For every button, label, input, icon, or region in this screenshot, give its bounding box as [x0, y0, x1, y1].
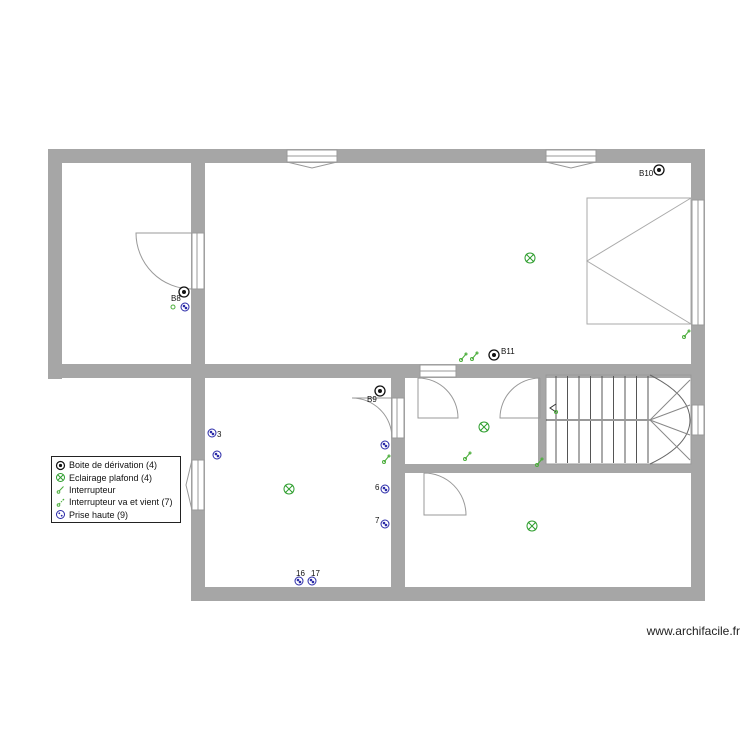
wall-bottom — [191, 587, 705, 601]
legend-item-ceiling-light: Eclairage plafond (4) — [55, 471, 177, 483]
two-way-switch-1 — [459, 352, 468, 362]
door-swing-hall-2 — [499, 377, 541, 419]
outlet-16: 16 — [294, 569, 305, 586]
label-outlet-7: 7 — [375, 516, 380, 525]
legend-item-junction-box: Boite de dérivation (4) — [55, 459, 177, 471]
wall-left-upper — [48, 149, 62, 379]
door-swing-bottom-room — [423, 472, 467, 516]
legend-label: Interrupteur — [69, 484, 116, 495]
two-way-switch-7 — [554, 410, 558, 414]
outlet-7: 7 — [375, 516, 390, 529]
wall-middle-horizontal — [48, 364, 705, 378]
wall-hall-bottom — [398, 464, 705, 473]
junction-box-b10: B10 — [639, 164, 665, 178]
legend-item-two-way-switch: Interrupteur va et vient (7) — [55, 496, 177, 508]
watermark-credit: www.archifacile.fr — [646, 624, 740, 638]
high-outlets: 3 6 7 16 17 — [180, 302, 390, 586]
two-way-switch-3 — [682, 329, 691, 339]
junction-box-b8: B8 — [171, 286, 190, 303]
label-outlet-16: 16 — [296, 569, 305, 578]
label-outlet-17: 17 — [311, 569, 320, 578]
ceiling-light-hall — [478, 421, 490, 433]
outlet-17: 17 — [307, 569, 320, 586]
wall-top — [48, 149, 705, 163]
outlet-left-window — [212, 450, 222, 460]
legend-item-high-outlet: Prise haute (9) — [55, 509, 177, 521]
two-way-switch-5 — [463, 451, 472, 461]
legend: Boite de dérivation (4) Eclairage plafon… — [51, 456, 181, 523]
door-swing-left-room — [135, 232, 193, 290]
label-outlet-6: 6 — [375, 483, 380, 492]
legend-item-switch: Interrupteur — [55, 484, 177, 496]
switches — [170, 304, 691, 467]
two-way-switch-icon — [56, 498, 65, 507]
windows — [185, 149, 705, 511]
outlet-door-b9 — [380, 440, 390, 450]
junction-box-b9: B9 — [367, 385, 386, 404]
legend-label: Boite de dérivation (4) — [69, 460, 158, 471]
label-b8: B8 — [171, 294, 181, 303]
doors — [135, 232, 541, 516]
junction-box-icon — [55, 460, 66, 470]
two-way-switch-2 — [470, 351, 479, 361]
junction-box-b11: B11 — [488, 347, 515, 361]
junction-boxes: B8 B9 B10 B11 — [171, 164, 665, 404]
legend-label: Eclairage plafond (4) — [69, 472, 153, 483]
label-b9: B9 — [367, 395, 377, 404]
ceiling-light-room-b9 — [283, 483, 295, 495]
legend-label: Prise haute (9) — [69, 509, 129, 520]
outlet-b8 — [180, 302, 190, 312]
high-outlet-icon — [56, 510, 65, 520]
outlet-3: 3 — [207, 428, 222, 439]
switch-icon — [56, 486, 64, 495]
door-swing-hall-1 — [417, 377, 459, 419]
legend-label: Interrupteur va et vient (7) — [69, 497, 173, 508]
switch-b8 — [170, 304, 176, 310]
door-frame-left-room — [191, 232, 205, 290]
skylight — [586, 197, 692, 325]
label-b10: B10 — [639, 169, 654, 178]
door-swing-b9 — [351, 397, 393, 439]
outlet-6: 6 — [375, 483, 390, 494]
ceiling-light-main — [524, 252, 536, 264]
stair-steps-top — [555, 376, 649, 419]
label-outlet-3: 3 — [217, 430, 222, 439]
two-way-switch-4 — [382, 454, 391, 464]
label-b11: B11 — [501, 347, 515, 356]
wall-stair-left — [538, 371, 546, 471]
door-frame-b9 — [391, 397, 405, 439]
ceiling-light-icon — [56, 473, 65, 483]
ceiling-lights — [283, 252, 538, 532]
staircase — [545, 374, 692, 465]
ceiling-light-bottom-room — [526, 520, 538, 532]
stair-steps-bottom — [555, 421, 649, 463]
two-way-switch-6 — [535, 457, 544, 467]
